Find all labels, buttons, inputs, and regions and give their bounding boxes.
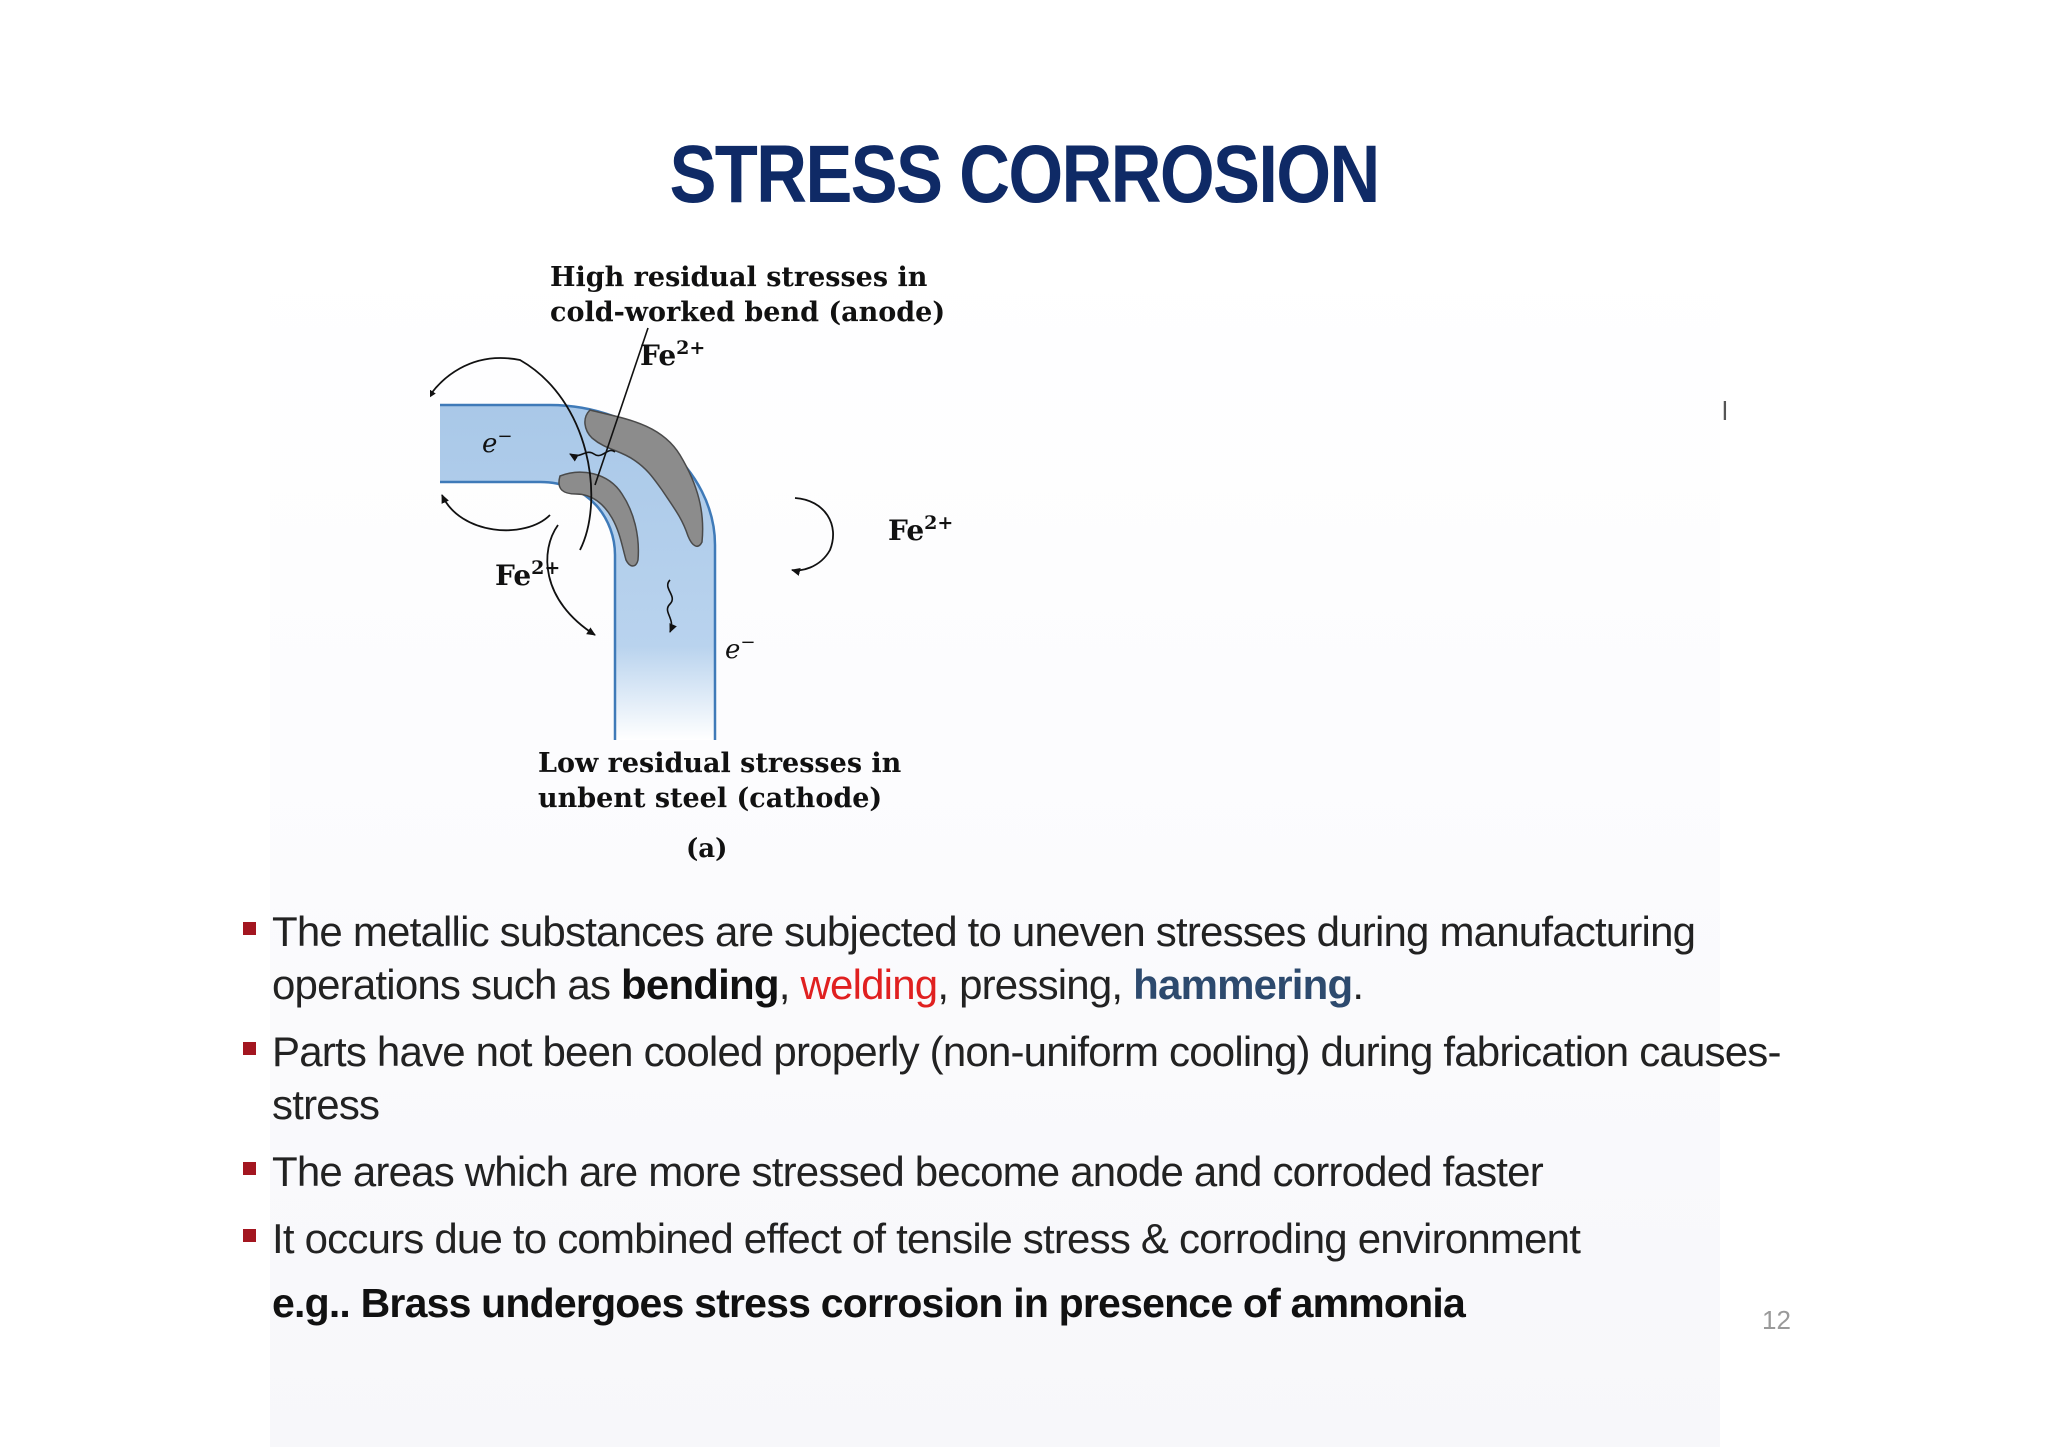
bent-steel-body — [440, 405, 715, 740]
bullet-item: It occurs due to combined effect of tens… — [240, 1212, 1800, 1265]
ion-label-left: Fe2+ — [495, 557, 560, 592]
keyword-hammering: hammering — [1133, 961, 1353, 1008]
bullet-item: Parts have not been cooled properly (non… — [240, 1025, 1800, 1131]
bullet-marker-icon — [243, 1162, 256, 1175]
bottom-label-line2: unbent steel (cathode) — [538, 783, 882, 814]
bullet-marker-icon — [243, 922, 256, 935]
svg-text:cold-worked bend (anode): cold-worked bend (anode) — [550, 297, 945, 328]
bottom-label-line1: Low residual stresses in — [538, 748, 902, 779]
ion-label-top: Fe2+ — [640, 337, 705, 372]
keyword-bending: bending — [621, 961, 780, 1008]
electron-flow-left — [569, 449, 616, 462]
slide-title: STRESS CORROSION — [669, 129, 1380, 220]
corrosion-region-inner — [558, 471, 640, 567]
svg-text:Low residual stresses in: Low residual stresses in — [538, 748, 902, 779]
top-label-line2: cold-worked bend (anode) — [550, 297, 945, 328]
page-number: 12 — [1762, 1305, 1791, 1335]
bullet-item: The areas which are more stressed become… — [240, 1145, 1800, 1198]
top-label-line1: High residual stresses in — [550, 262, 928, 293]
anode-leader-line — [594, 327, 649, 486]
stray-mark: l — [1722, 396, 1728, 426]
ion-arrow-top — [430, 357, 593, 551]
inner-bend-outline — [440, 480, 617, 740]
keyword-welding: welding — [800, 961, 939, 1008]
ion-arrow-left-up — [441, 494, 551, 532]
bullet-marker-icon — [243, 1229, 256, 1242]
ion-arrow-right — [791, 497, 834, 576]
bullet-marker-icon — [243, 1042, 256, 1055]
ion-arrow-left-down — [546, 524, 596, 636]
example-text: e.g.. Brass undergoes stress corrosion i… — [272, 1280, 1466, 1326]
svg-text:(a): (a) — [686, 834, 727, 864]
stress-corrosion-diagram: High residual stresses in cold-worked be… — [430, 250, 1050, 870]
bullet-list: The metallic substances are subjected to… — [240, 905, 1800, 1279]
ion-label-right: Fe2+ — [888, 512, 953, 547]
svg-text:unbent steel (cathode): unbent steel (cathode) — [538, 783, 882, 814]
bullet-item: The metallic substances are subjected to… — [240, 905, 1800, 1011]
corrosion-region-outer — [584, 409, 704, 547]
svg-text:High residual stresses in: High residual stresses in — [550, 262, 928, 293]
electron-flow-down — [666, 579, 677, 633]
electron-label-bottom: e− — [725, 632, 755, 665]
figure-caption: (a) — [686, 834, 727, 864]
electron-label-left: e− — [482, 426, 512, 459]
